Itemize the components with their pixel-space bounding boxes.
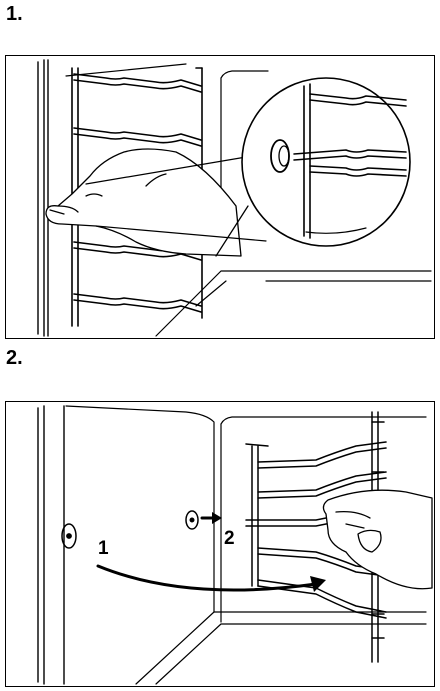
oven-cavity-icon	[65, 63, 432, 337]
oven-cavity-icon	[65, 405, 427, 685]
curved-arrow-icon	[96, 564, 326, 592]
hand-icon	[322, 489, 433, 590]
arrow-right-icon	[200, 512, 222, 524]
step-2-label: 2.	[6, 347, 23, 369]
hole-marker-icon	[61, 523, 77, 549]
magnifier-icon	[85, 77, 411, 247]
callout-1-label: 1	[98, 538, 109, 559]
oven-door-frame-icon	[37, 59, 49, 337]
oven-door-frame-icon	[37, 405, 65, 685]
callout-2-label: 2	[224, 528, 235, 549]
step-1-label: 1.	[6, 3, 23, 25]
step-1-illustration	[5, 55, 435, 339]
shelf-support-icon	[71, 67, 203, 327]
hand-icon	[45, 148, 249, 257]
step-2-illustration: 1 2	[5, 401, 435, 687]
hole-marker-2-icon	[185, 510, 199, 530]
